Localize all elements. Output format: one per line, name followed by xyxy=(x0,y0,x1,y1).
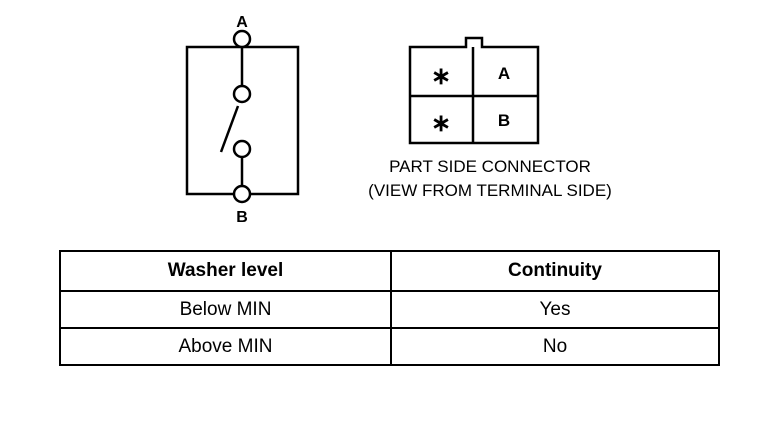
table-header-row: Washer level Continuity xyxy=(59,250,720,292)
connector-caption-line2: (VIEW FROM TERMINAL SIDE) xyxy=(368,181,612,200)
cell-washer-level: Below MIN xyxy=(59,290,392,329)
continuity-table: Washer level Continuity Below MIN Yes Ab… xyxy=(59,250,720,366)
terminal-a-node xyxy=(232,29,252,49)
terminal-b-node xyxy=(232,184,252,204)
connector-face xyxy=(408,36,540,145)
connector-outline xyxy=(408,36,540,145)
connector-cell-unused-top: ∗ xyxy=(431,63,451,90)
cell-washer-level: Above MIN xyxy=(59,327,392,366)
switch-contact-lower xyxy=(232,139,252,159)
terminal-a-label: A xyxy=(236,14,248,31)
connector-cell-unused-bottom: ∗ xyxy=(431,110,451,137)
connector-caption-line1: PART SIDE CONNECTOR xyxy=(389,157,591,176)
connector-cell-b: B xyxy=(498,111,510,130)
header-continuity: Continuity xyxy=(390,250,720,292)
header-washer-level: Washer level xyxy=(59,250,392,292)
table-row: Below MIN Yes xyxy=(59,290,720,329)
switch-contact-arm xyxy=(219,105,240,153)
switch-contact-upper xyxy=(232,84,252,104)
float-switch-schematic xyxy=(185,29,300,204)
terminal-b-label: B xyxy=(236,209,248,226)
table-row: Above MIN No xyxy=(59,327,720,366)
connector-cell-a: A xyxy=(498,64,510,83)
cell-continuity: No xyxy=(390,327,720,366)
cell-continuity: Yes xyxy=(390,290,720,329)
